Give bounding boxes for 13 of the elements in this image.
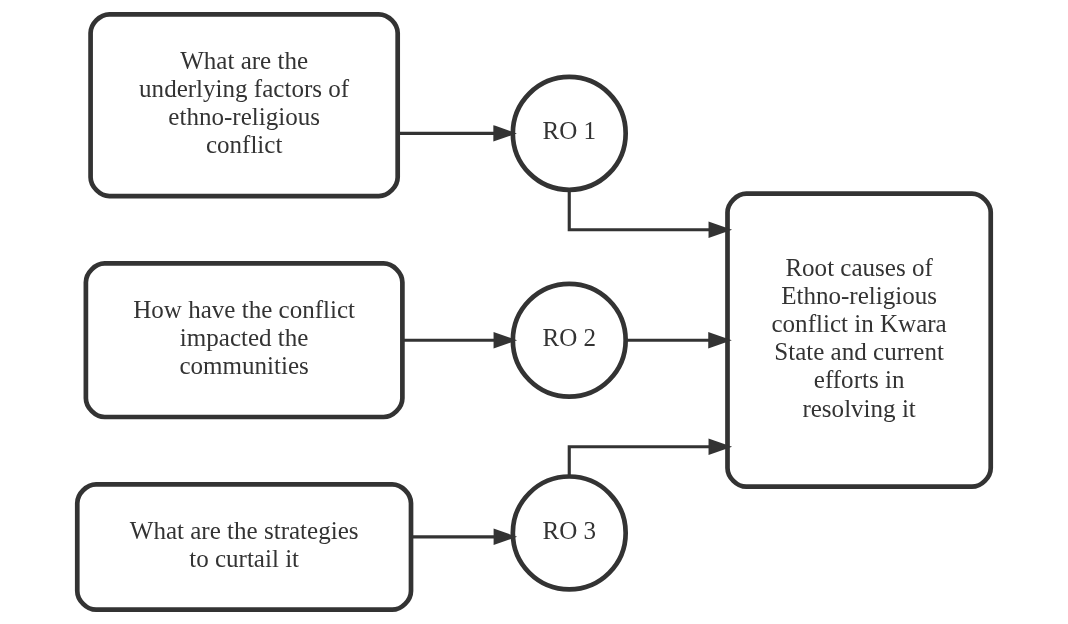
arrow [567, 190, 733, 238]
arrow [625, 331, 732, 349]
node-circle: RO 3 [510, 474, 628, 592]
node-circle: RO 2 [510, 281, 628, 399]
node-box: What are the underlying factors of ethno-religious conflict [88, 11, 401, 199]
node-box: How have the conflict impacted the communities [83, 261, 405, 420]
arrow [402, 331, 518, 349]
arrow [567, 438, 733, 477]
node-box: Root causes of Ethno-religious conflict in Kwara State and current efforts in resolving it [725, 191, 994, 490]
arrow [411, 528, 518, 546]
node-box: What are the strategies to curtail it [74, 482, 414, 613]
node-circle: RO 1 [510, 74, 628, 193]
arrow [398, 125, 517, 142]
